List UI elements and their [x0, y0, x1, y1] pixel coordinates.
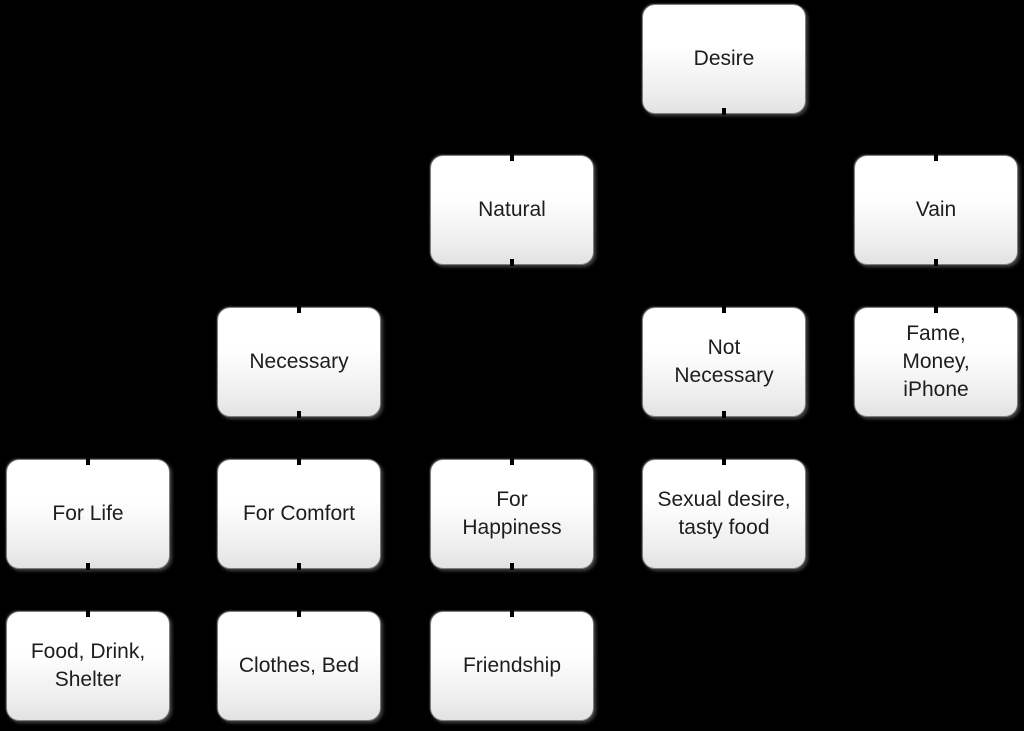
- node-for-comfort-label: For Comfort: [242, 502, 355, 525]
- node-natural-label: Natural: [478, 198, 546, 221]
- node-desire: Desire: [642, 4, 806, 114]
- node-vain: Vain: [854, 155, 1018, 265]
- node-for-life-label: For Life: [52, 502, 124, 525]
- node-for-happiness-label: For Happiness: [462, 488, 562, 539]
- node-fame-money-iphone: Fame, Money, iPhone: [854, 307, 1018, 417]
- node-necessary-label: Necessary: [249, 350, 349, 373]
- node-food-drink-shelter-label: Food, Drink, Shelter: [30, 640, 146, 691]
- node-necessary: Necessary: [217, 307, 381, 417]
- node-vain-label: Vain: [915, 198, 957, 221]
- node-food-drink-shelter: Food, Drink, Shelter: [6, 611, 170, 721]
- node-not-necessary-label: Not Necessary: [674, 336, 774, 387]
- node-not-necessary: Not Necessary: [642, 307, 806, 417]
- node-fame-money-iphone-label: Fame, Money, iPhone: [902, 322, 970, 401]
- node-for-happiness: For Happiness: [430, 459, 594, 569]
- node-friendship: Friendship: [430, 611, 594, 721]
- node-for-life: For Life: [6, 459, 170, 569]
- node-natural: Natural: [430, 155, 594, 265]
- node-sexual-desire: Sexual desire, tasty food: [642, 459, 806, 569]
- node-clothes-bed: Clothes, Bed: [217, 611, 381, 721]
- node-desire-label: Desire: [693, 47, 755, 70]
- node-for-comfort: For Comfort: [217, 459, 381, 569]
- node-clothes-bed-label: Clothes, Bed: [238, 654, 360, 677]
- node-sexual-desire-label: Sexual desire, tasty food: [657, 488, 791, 539]
- node-friendship-label: Friendship: [462, 654, 562, 677]
